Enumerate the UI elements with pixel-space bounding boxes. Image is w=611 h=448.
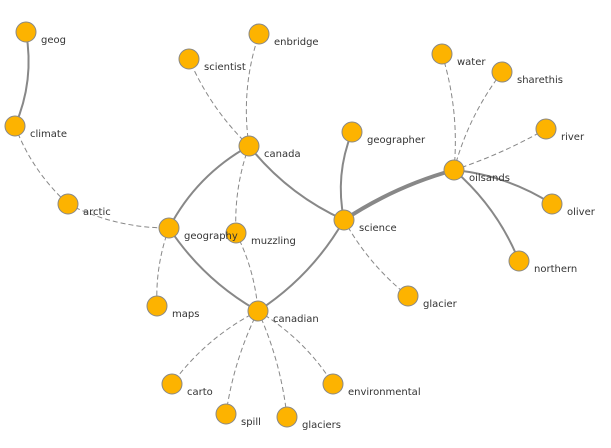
edge-geography-canadian <box>168 227 259 312</box>
edge-geography-canada <box>168 145 250 229</box>
node-circle-science[interactable] <box>333 209 355 231</box>
edge-science-geographer <box>339 131 353 221</box>
node-label: climate <box>30 129 67 140</box>
edge-oilsands-sharethis <box>453 71 503 171</box>
node-label: geographer <box>367 135 426 146</box>
node-label: muzzling <box>251 236 296 247</box>
node-label: water <box>457 57 486 68</box>
edge-canada-scientist <box>188 58 250 147</box>
edge-science-oilsands <box>342 168 455 222</box>
edge-geog-climate <box>14 31 30 127</box>
node-circle-water[interactable] <box>431 43 453 65</box>
node-circle-maps[interactable] <box>146 295 168 317</box>
node-circle-sharethis[interactable] <box>491 61 513 83</box>
node-label: spill <box>241 417 261 428</box>
node-label: canada <box>264 149 301 160</box>
node-label: canadian <box>273 314 319 325</box>
node-label: carto <box>187 387 213 398</box>
node-label: oilsands <box>469 173 510 184</box>
node-circle-spill[interactable] <box>215 403 237 425</box>
edge-science-canadian <box>257 219 345 312</box>
node-label: science <box>359 223 397 234</box>
nodes-layer <box>4 21 563 428</box>
edge-oilsands-oliver <box>453 169 553 205</box>
node-circle-geographer[interactable] <box>341 121 363 143</box>
edge-canadian-carto <box>171 310 259 385</box>
node-circle-geography[interactable] <box>158 217 180 239</box>
node-label: geography <box>184 231 238 242</box>
node-label: scientist <box>204 62 246 73</box>
node-circle-muzzling[interactable] <box>225 222 247 244</box>
node-circle-geog[interactable] <box>15 21 37 43</box>
edge-canada-science <box>248 145 345 221</box>
edge-science-glacier <box>343 219 409 297</box>
edge-canada-enbridge <box>245 33 260 147</box>
node-label: maps <box>172 309 199 320</box>
labels-layer: geog climate arctic geography muzzling canada… <box>30 35 596 431</box>
node-circle-river[interactable] <box>535 118 557 140</box>
node-label: geog <box>41 35 66 46</box>
node-label: sharethis <box>517 75 563 86</box>
node-label: oliver <box>567 207 596 218</box>
node-circle-climate[interactable] <box>4 115 26 137</box>
edges-layer <box>14 31 553 418</box>
node-circle-scientist[interactable] <box>178 48 200 70</box>
edge-geography-maps <box>156 227 170 307</box>
node-label: enbridge <box>274 37 319 48</box>
edge-oilsands-river <box>453 128 547 171</box>
node-label: glaciers <box>302 420 341 431</box>
edge-canada-muzzling <box>235 145 250 234</box>
node-label: environmental <box>348 387 421 398</box>
node-circle-glaciers[interactable] <box>276 406 298 428</box>
node-circle-carto[interactable] <box>161 373 183 395</box>
edge-canadian-spill <box>225 310 259 415</box>
edge-oilsands-water <box>441 53 456 171</box>
node-circle-northern[interactable] <box>508 250 530 272</box>
node-circle-arctic[interactable] <box>57 193 79 215</box>
edge-canadian-glaciers <box>257 310 288 418</box>
node-circle-canada[interactable] <box>238 135 260 157</box>
node-circle-canadian[interactable] <box>247 300 269 322</box>
node-circle-oilsands[interactable] <box>443 159 465 181</box>
node-circle-oliver[interactable] <box>541 193 563 215</box>
edge-arctic-geography <box>67 203 170 229</box>
node-label: glacier <box>423 299 458 310</box>
node-circle-glacier[interactable] <box>397 285 419 307</box>
node-circle-environmental[interactable] <box>322 373 344 395</box>
node-circle-enbridge[interactable] <box>248 23 270 45</box>
node-label: northern <box>534 264 577 275</box>
node-label: arctic <box>83 207 111 218</box>
edge-oilsands-northern <box>453 169 520 262</box>
edge-canadian-environmental <box>257 310 334 385</box>
node-label: river <box>561 132 585 143</box>
